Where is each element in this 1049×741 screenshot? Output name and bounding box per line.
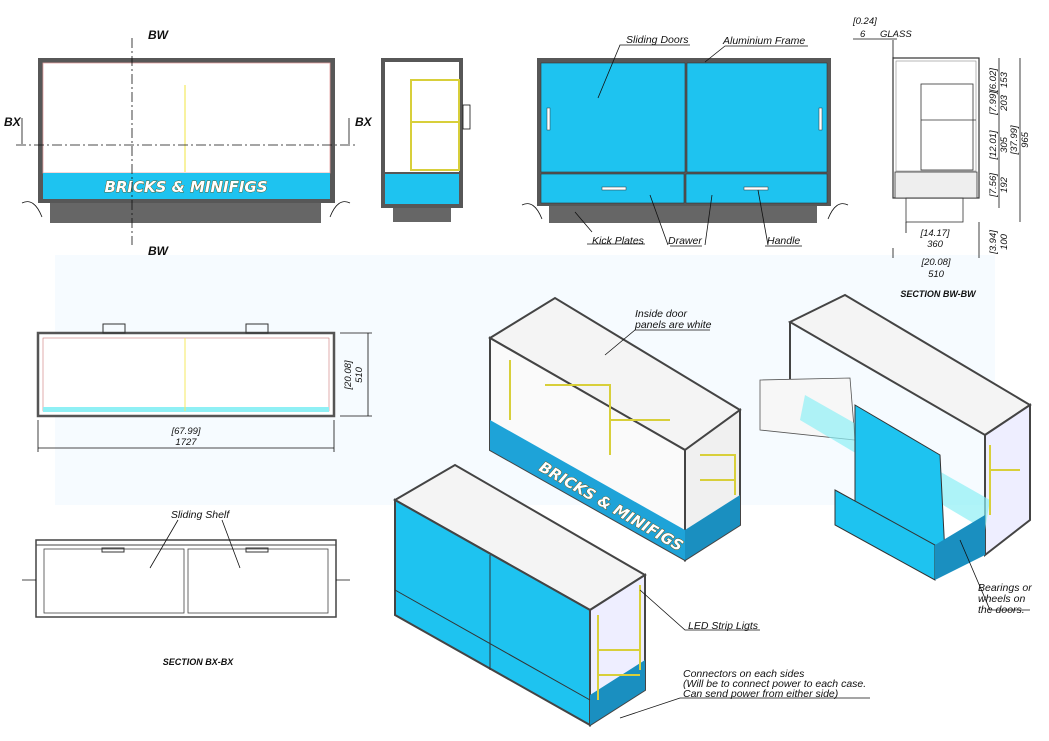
label-aluminium-frame: Aluminium Frame	[722, 35, 805, 47]
dim-510-mm: 510	[928, 269, 945, 280]
note-inside-door-2: panels are white	[634, 319, 712, 331]
dim-510-top-inch: [20.08]	[343, 360, 354, 390]
side-view	[381, 58, 471, 222]
front-view: BRICKS & MINIFIGS BW BW BX BX	[4, 28, 373, 258]
isometric-view-doors: LED Strip Ligts Connectors on each sides…	[392, 463, 870, 727]
dim-192-inch: [7.56]	[988, 173, 999, 198]
dim-510-top-mm: 510	[354, 366, 365, 383]
section-bx-title: SECTION BX-BX	[163, 657, 235, 667]
cut-label-bw-top: BW	[148, 28, 170, 42]
dim-305-mm: 305	[999, 136, 1010, 153]
cut-label-bw-bottom: BW	[148, 244, 170, 258]
dim-305-inch: [12.01]	[988, 130, 999, 160]
label-handle: Handle	[767, 235, 800, 247]
label-sliding-shelf: Sliding Shelf	[171, 509, 230, 521]
dim-glass-label: GLASS	[880, 29, 912, 40]
label-drawer: Drawer	[668, 235, 702, 247]
note-bearings-3: the doors.	[978, 604, 1025, 616]
dim-153-mm: 153	[999, 71, 1010, 88]
dim-1727-mm: 1727	[175, 437, 197, 448]
dim-203-mm: 203	[999, 94, 1010, 112]
cut-label-bx-right: BX	[355, 115, 373, 129]
dim-360-inch: [14.17]	[919, 228, 949, 239]
label-kick-plates: Kick Plates	[592, 235, 645, 247]
dim-100-mm: 100	[999, 233, 1010, 250]
isometric-view-exploded: Bearings or wheels on the doors.	[759, 293, 1032, 616]
dim-192-mm: 192	[999, 176, 1010, 193]
section-bw-title: SECTION BW-BW	[900, 289, 977, 299]
dim-360-mm: 360	[927, 239, 944, 250]
dim-510-inch: [20.08]	[920, 257, 950, 268]
note-led-strip: LED Strip Ligts	[688, 620, 759, 632]
dim-1727-inch: [67.99]	[170, 426, 200, 437]
top-view: [67.99] 1727 [20.08] 510	[36, 323, 372, 452]
door-front-view: Sliding Doors Aluminium Frame Kick Plate…	[521, 34, 849, 247]
brand-logo: BRICKS & MINIFIGS	[104, 178, 267, 196]
note-bearings-1: Bearings or	[978, 582, 1032, 594]
note-connectors-2: (Will be to connect power to each case.	[683, 678, 866, 690]
dim-965-mm: 965	[1020, 131, 1031, 148]
dim-glass-inch: [0.24]	[852, 16, 877, 27]
dim-153-inch: [6.02]	[988, 68, 999, 93]
dim-glass-mm: 6	[860, 29, 866, 40]
dim-100-inch: [3.94]	[988, 230, 999, 255]
dim-203-inch: [7.99]	[988, 91, 999, 116]
cut-label-bx-left: BX	[4, 115, 22, 129]
note-connectors-3: Can send power from either side)	[683, 688, 838, 700]
label-sliding-doors: Sliding Doors	[626, 34, 689, 46]
section-bx-bx: Sliding Shelf SECTION BX-BX	[22, 509, 350, 667]
note-bearings-2: wheels on	[978, 593, 1025, 605]
note-connectors-1: Connectors on each sides	[683, 668, 805, 680]
note-inside-door-1: Inside door	[635, 308, 687, 320]
section-bw-bw: [0.24] 6 GLASS [6.02] 153 [7.99] 203 [12…	[852, 16, 1031, 299]
dim-965-inch: [37.99]	[1009, 125, 1020, 155]
